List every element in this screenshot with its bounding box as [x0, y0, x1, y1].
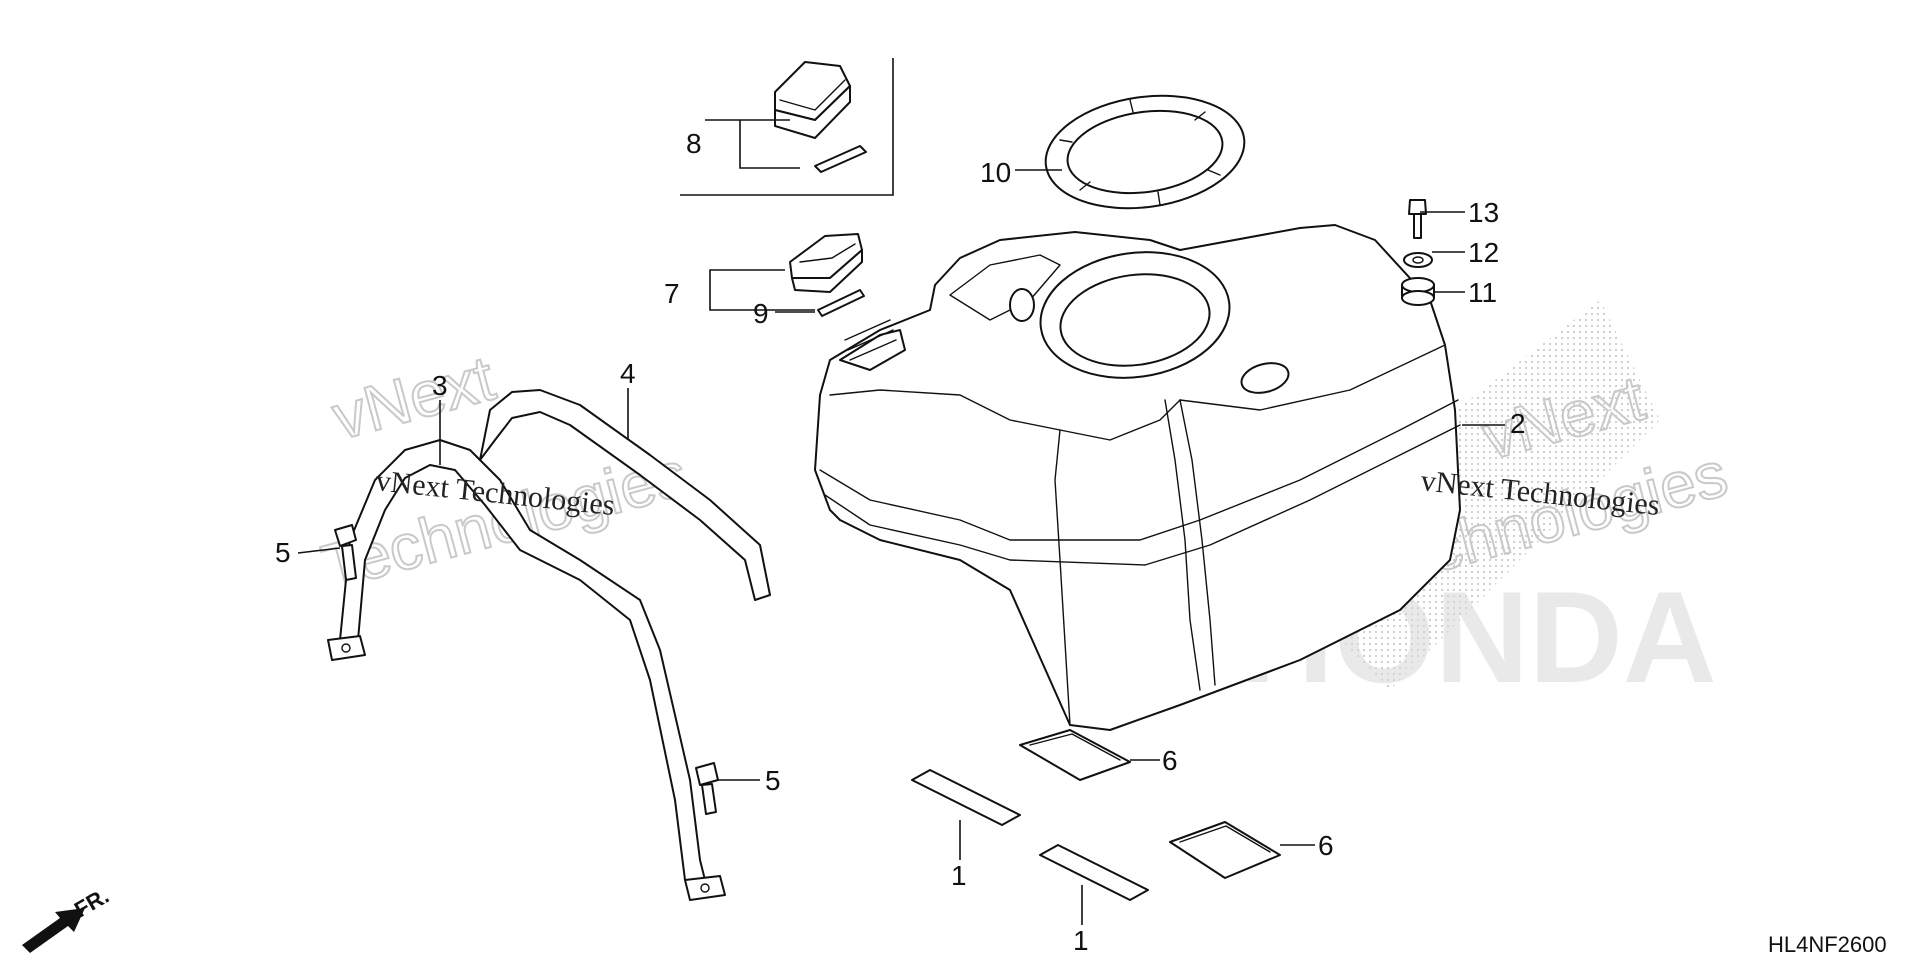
bolt-5-lower: [695, 762, 719, 815]
callout-1-lower: 1: [1073, 925, 1089, 956]
callout-10: 10: [980, 157, 1011, 188]
part-8-inset: [680, 58, 894, 196]
part-6-pad-upper: [1019, 729, 1131, 781]
callout-2: 2: [1510, 408, 1526, 439]
part-3-band: [327, 439, 726, 901]
part-12-washer: [1403, 252, 1433, 268]
callout-3: 3: [432, 370, 448, 401]
part-10-ring: [1044, 94, 1246, 210]
callouts: 8 10 7 9 13 12 11 2 3 4 5 5 6 6 1 1: [275, 128, 1526, 956]
callout-4: 4: [620, 358, 636, 389]
part-1-strip-lower: [1039, 844, 1149, 901]
part-1-strip-upper: [911, 769, 1021, 826]
part-4-band: [479, 389, 771, 601]
part-6-pad-lower: [1169, 821, 1281, 879]
part-7-cap: [789, 233, 865, 317]
callout-9: 9: [753, 298, 769, 329]
bolt-5-upper: [334, 524, 357, 581]
part-13-bolt: [1408, 199, 1427, 239]
callout-1-upper: 1: [951, 860, 967, 891]
callout-11: 11: [1468, 277, 1497, 308]
fuel-tank: [814, 224, 1461, 731]
callout-5-upper: 5: [275, 537, 291, 568]
callout-8: 8: [686, 128, 702, 159]
callout-6-upper: 6: [1162, 745, 1178, 776]
callout-7: 7: [664, 278, 680, 309]
watermark-outline-left-top: vNext: [325, 342, 502, 454]
callout-13: 13: [1468, 197, 1499, 228]
leader-lines: [297, 119, 1505, 925]
part-11-grommet: [1401, 277, 1435, 306]
callout-5-lower: 5: [765, 765, 781, 796]
callout-12: 12: [1468, 237, 1499, 268]
front-direction-arrow: FR.: [22, 883, 113, 953]
callout-6-lower: 6: [1318, 830, 1334, 861]
diagram-code: HL4NF2600: [1768, 932, 1887, 957]
